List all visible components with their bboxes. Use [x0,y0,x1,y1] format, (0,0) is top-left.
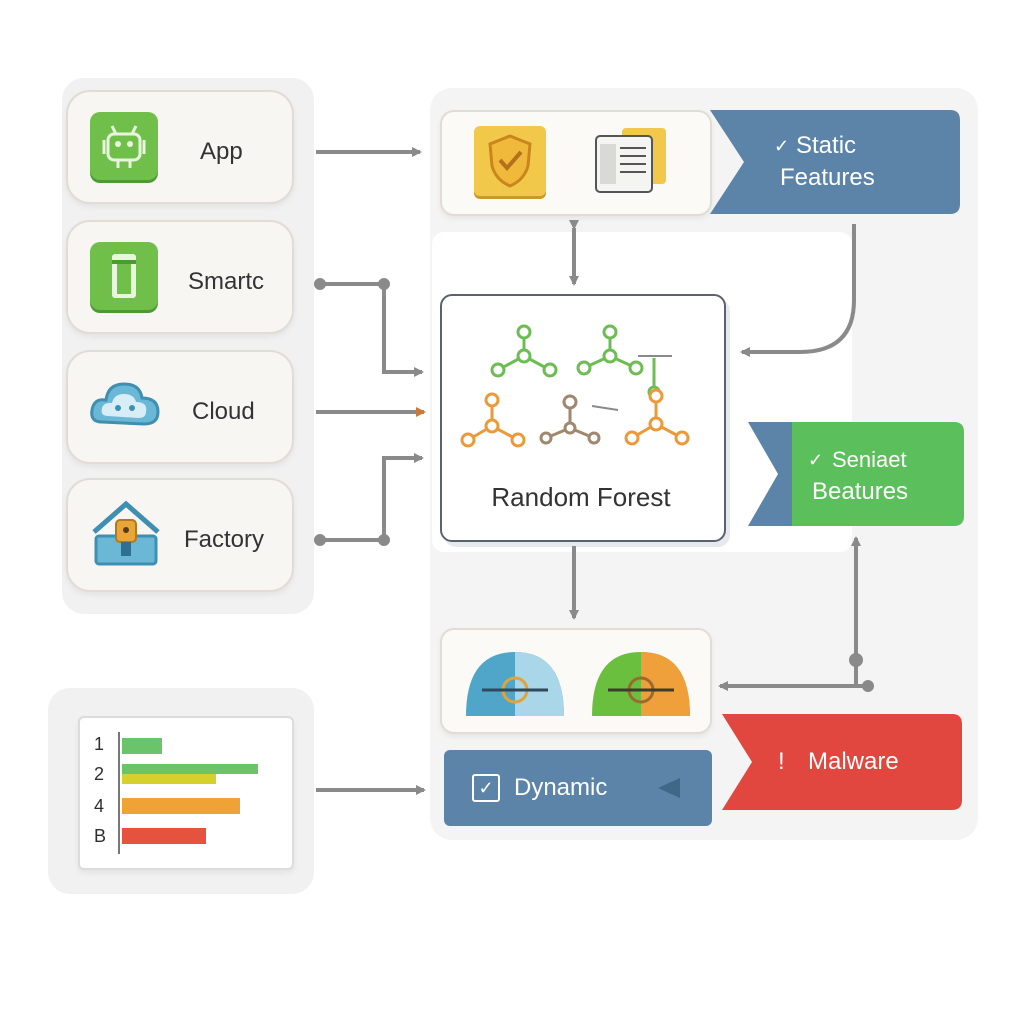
rank-bar-2a [122,764,258,774]
malware-tag[interactable]: ! Malware [722,714,962,810]
static-features-line1: Static [796,132,857,159]
ranking-axis [118,732,120,854]
cloud-label: Cloud [192,398,255,425]
factory-label: Factory [184,526,265,553]
phone-icon [90,242,158,310]
rank-bar-3 [122,798,240,814]
dynamic-tag[interactable]: ✓ Dynamic [444,750,712,826]
smartc-label: Smartc [188,268,265,295]
static-features-line2: Features [780,164,875,191]
rank-bar-1 [122,738,162,754]
static-icons-card [440,110,712,216]
app-card[interactable]: App [66,90,294,204]
dynamic-icons-card [440,628,712,734]
dynamic-label: Dynamic [514,774,608,801]
dynamic-checkbox-icon: ✓ [472,774,500,802]
smartc-card[interactable]: Smartc [66,220,294,334]
seniaet-features-tag[interactable]: ✓ Seniaet Beatures [748,422,964,526]
green-orange-half-circle-icon [588,648,694,720]
blue-half-circle-icon [462,648,568,720]
arrow-factory-forest [322,453,424,542]
cloud-icon [88,370,164,440]
rank-bar-4 [122,828,206,844]
malware-alert-icon: ! [778,748,785,775]
rank-label-2: 2 [94,764,105,784]
rank-label-3: 4 [94,796,105,816]
static-features-tag[interactable]: ✓ Static Features [710,110,960,214]
app-label: App [200,138,243,165]
seniaet-features-line1: Seniaet [832,447,907,472]
factory-lock-icon [88,498,164,570]
arrow-smartc-forest [322,282,424,377]
document-icon [590,126,670,196]
tree-icons [460,324,690,448]
seniaet-check-icon: ✓ [808,450,824,470]
cloud-card[interactable]: Cloud [66,350,294,464]
rank-label-4: B [94,826,107,846]
rank-label-1: 1 [94,734,105,754]
random-forest-title: Random Forest [491,482,671,512]
seniaet-features-line2: Beatures [812,478,909,505]
static-check-icon: ✓ [774,136,790,156]
shield-check-icon [474,126,546,196]
random-forest-box: Random Forest [440,294,726,542]
factory-card[interactable]: Factory [66,478,294,592]
android-icon [90,112,158,180]
rank-bar-2b [122,774,216,784]
ranking-card: 1 2 4 B [78,716,294,870]
malware-label: Malware [808,748,899,775]
